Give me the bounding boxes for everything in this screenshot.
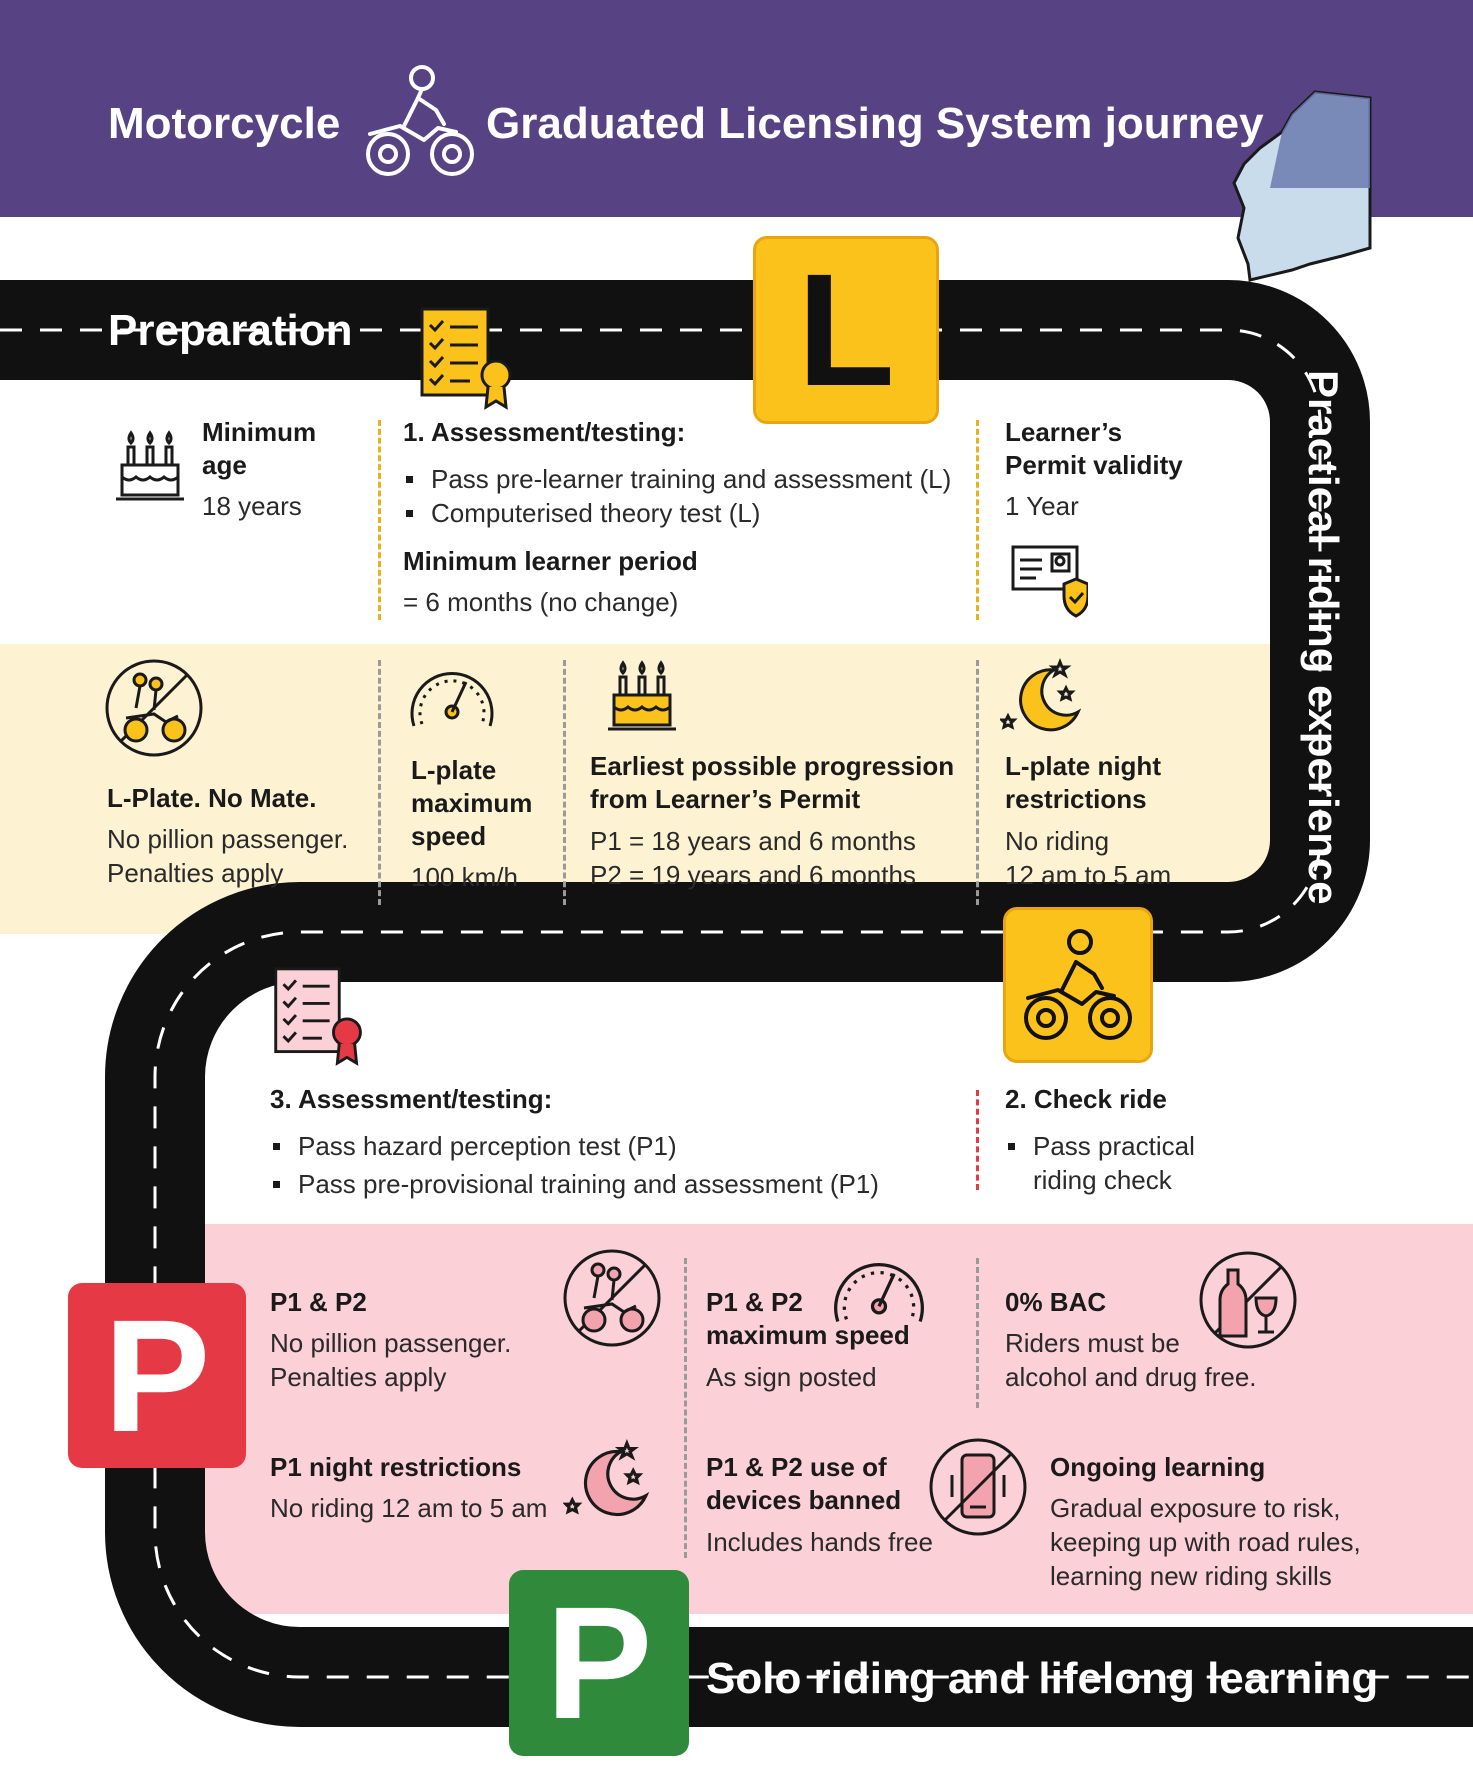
l-night-line2: 12 am to 5 am bbox=[1005, 860, 1172, 890]
l-speed-title-1: L-plate bbox=[411, 755, 497, 785]
bac-line2: alcohol and drug free. bbox=[1005, 1362, 1257, 1392]
learner-plate-letter: L bbox=[797, 240, 895, 419]
ongoing-line2: keeping up with road rules, bbox=[1050, 1527, 1361, 1557]
divider bbox=[378, 660, 381, 905]
p-passenger-line2: Penalties apply bbox=[270, 1362, 447, 1392]
l-night-title-2: restrictions bbox=[1005, 784, 1147, 814]
l-speed-value: 100 km/h bbox=[411, 862, 518, 892]
bac-line1: Riders must be bbox=[1005, 1328, 1180, 1358]
divider bbox=[563, 660, 566, 905]
progression-p1: P1 = 18 years and 6 months bbox=[590, 826, 916, 856]
assessment-1-list: Pass pre-learner training and assessment… bbox=[403, 462, 963, 530]
divider bbox=[378, 420, 381, 620]
p-speed-title-1: P1 & P2 bbox=[706, 1287, 803, 1317]
permit-validity-value: 1 Year bbox=[1005, 491, 1079, 521]
assessment-3-title: 3. Assessment/testing: bbox=[270, 1084, 553, 1114]
p-passenger-title: P1 & P2 bbox=[270, 1287, 367, 1317]
min-learner-period-value: = 6 months (no change) bbox=[403, 587, 679, 617]
divider bbox=[976, 1258, 979, 1408]
learner-plate: L bbox=[753, 236, 939, 424]
road-label-solo-riding: Solo riding and lifelong learning bbox=[706, 1654, 1379, 1703]
check-ride-line1: Pass practical bbox=[1033, 1131, 1195, 1161]
p2-green-plate: P bbox=[509, 1570, 689, 1756]
road-label-practical-riding: Practical riding experience bbox=[1300, 370, 1347, 905]
min-learner-period-title: Minimum learner period bbox=[403, 546, 698, 576]
divider bbox=[684, 1258, 687, 1558]
assessment-3-list: Pass hazard perception test (P1) Pass pr… bbox=[270, 1129, 950, 1201]
no-pillion-icon bbox=[562, 1248, 662, 1348]
no-alcohol-icon bbox=[1198, 1250, 1298, 1350]
permit-validity-title-2: Permit validity bbox=[1005, 450, 1183, 480]
divider bbox=[976, 420, 979, 620]
p-speed-value: As sign posted bbox=[706, 1362, 877, 1392]
motorcycle-rider-icon bbox=[360, 62, 480, 180]
header-banner bbox=[0, 0, 1473, 217]
devices-title-1: P1 & P2 use of bbox=[706, 1452, 887, 1482]
progression-title-2: from Learner’s Permit bbox=[590, 784, 861, 814]
min-age-value: 18 years bbox=[202, 491, 302, 521]
motorcycle-icon bbox=[1024, 929, 1132, 1040]
p1-plate-letter: P bbox=[103, 1285, 211, 1465]
p1-red-plate: P bbox=[68, 1283, 246, 1468]
p1-night-value: No riding 12 am to 5 am bbox=[270, 1493, 548, 1523]
progression-p2: P2 = 19 years and 6 months bbox=[590, 860, 916, 890]
no-mate-title: L-Plate. No Mate. bbox=[107, 783, 317, 813]
check-ride-list: Pass practical riding check bbox=[1005, 1129, 1305, 1197]
moon-stars-icon bbox=[1000, 656, 1084, 736]
no-phone-icon bbox=[928, 1437, 1028, 1537]
devices-value: Includes hands free bbox=[706, 1527, 933, 1557]
divider bbox=[976, 660, 979, 905]
check-ride-motorcycle-badge bbox=[1003, 907, 1153, 1063]
list-item: Pass hazard perception test (P1) bbox=[270, 1129, 950, 1163]
progression-title-1: Earliest possible progression bbox=[590, 751, 955, 781]
permit-validity-title-1: Learner’s bbox=[1005, 417, 1123, 447]
checklist-certificate-icon-pink bbox=[270, 965, 370, 1067]
p1-night-title: P1 night restrictions bbox=[270, 1452, 522, 1482]
l-speed-title-2: maximum bbox=[411, 788, 533, 818]
check-ride-title: 2. Check ride bbox=[1005, 1084, 1167, 1114]
checklist-certificate-icon bbox=[418, 305, 518, 411]
l-night-line1: No riding bbox=[1005, 826, 1110, 856]
western-australia-map-icon bbox=[1230, 88, 1375, 283]
min-age-title-1: Minimum bbox=[202, 417, 317, 447]
header-title-right: Graduated Licensing System journey bbox=[486, 99, 1264, 148]
list-item: Pass pre-provisional training and assess… bbox=[270, 1167, 950, 1201]
list-item: Pass pre-learner training and assessment… bbox=[403, 462, 963, 496]
devices-title-2: devices banned bbox=[706, 1485, 902, 1515]
list-item: Computerised theory test (L) bbox=[403, 496, 963, 530]
p-speed-title-2: maximum speed bbox=[706, 1320, 910, 1350]
p-passenger-line1: No pillion passenger. bbox=[270, 1328, 512, 1358]
l-night-title-1: L-plate night bbox=[1005, 751, 1161, 781]
bac-title: 0% BAC bbox=[1005, 1287, 1107, 1317]
divider bbox=[976, 1090, 979, 1190]
p2-plate-letter: P bbox=[545, 1573, 653, 1752]
header-title-left: Motorcycle bbox=[108, 99, 341, 148]
no-mate-line2: Penalties apply bbox=[107, 858, 284, 888]
speedometer-icon bbox=[408, 660, 496, 732]
ongoing-line1: Gradual exposure to risk, bbox=[1050, 1493, 1341, 1523]
permit-card-shield-icon bbox=[1010, 542, 1088, 620]
birthday-cake-icon bbox=[604, 655, 680, 733]
no-pillion-icon bbox=[104, 658, 204, 758]
assessment-1-title: 1. Assessment/testing: bbox=[403, 417, 686, 447]
l-speed-title-3: speed bbox=[411, 821, 487, 851]
ongoing-title: Ongoing learning bbox=[1050, 1452, 1266, 1482]
min-age-title-2: age bbox=[202, 450, 247, 480]
birthday-cake-icon bbox=[112, 425, 188, 503]
ongoing-line3: learning new riding skills bbox=[1050, 1561, 1332, 1591]
moon-stars-icon bbox=[563, 1437, 653, 1521]
speedometer-icon bbox=[831, 1250, 927, 1328]
check-ride-line2: riding check bbox=[1033, 1165, 1172, 1195]
no-mate-line1: No pillion passenger. bbox=[107, 824, 349, 854]
list-item: Pass practical riding check bbox=[1005, 1129, 1305, 1197]
road-label-preparation: Preparation bbox=[108, 306, 353, 355]
